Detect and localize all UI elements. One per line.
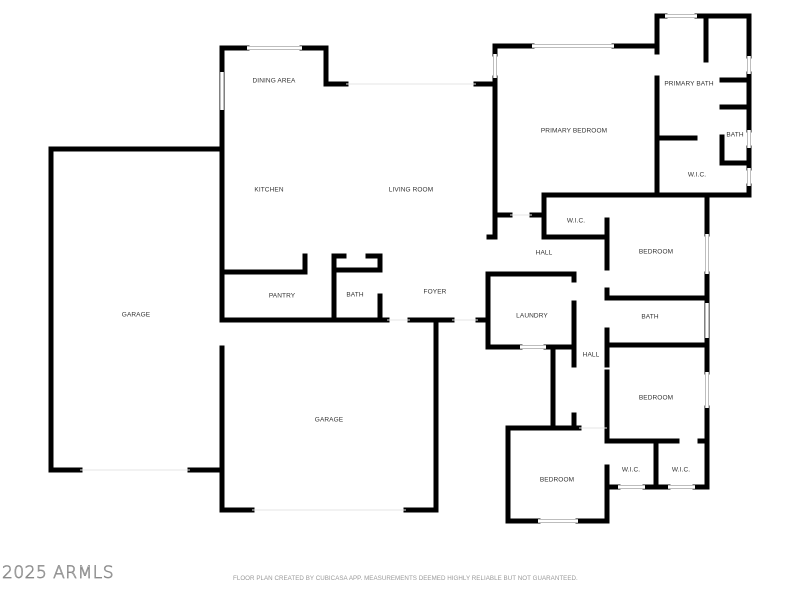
room-label-wic-4: W.I.C. [671, 466, 691, 474]
room-label-garage-2: GARAGE [314, 416, 344, 424]
room-label-foyer: FOYER [423, 288, 447, 296]
copyright-watermark: 2025 ARMLS [2, 563, 115, 584]
room-label-garage-1: GARAGE [121, 311, 151, 319]
room-label-primary-toilet: BATH [726, 131, 744, 139]
room-label-bedroom-4: BEDROOM [539, 476, 575, 484]
room-label-primary-bath: PRIMARY BATH [664, 80, 714, 88]
floor-plan-disclaimer: FLOOR PLAN CREATED BY CUBICASA APP. MEAS… [233, 575, 578, 582]
room-label-laundry: LAUNDRY [516, 312, 548, 320]
openings [80, 83, 607, 511]
room-label-dining-area: DINING AREA [252, 77, 296, 85]
room-label-living-room: LIVING ROOM [388, 186, 434, 194]
walls [48, 13, 752, 524]
room-label-primary-bedroom: PRIMARY BEDROOM [540, 127, 608, 135]
room-label-bath-2: BATH [641, 313, 659, 321]
room-label-hall-1: HALL [535, 249, 553, 257]
windows [220, 14, 751, 523]
room-label-half-bath: BATH [346, 291, 364, 299]
room-label-hall-wic: W.I.C. [566, 217, 586, 225]
room-label-bedroom-3: BEDROOM [638, 394, 674, 402]
room-label-pantry: PANTRY [268, 292, 296, 300]
room-label-primary-wic: W.I.C. [687, 171, 707, 179]
room-label-bedroom-2: BEDROOM [638, 248, 674, 256]
room-label-kitchen: KITCHEN [254, 186, 284, 194]
room-label-hall-2: HALL [582, 351, 600, 359]
room-label-wic-3: W.I.C. [621, 466, 641, 474]
